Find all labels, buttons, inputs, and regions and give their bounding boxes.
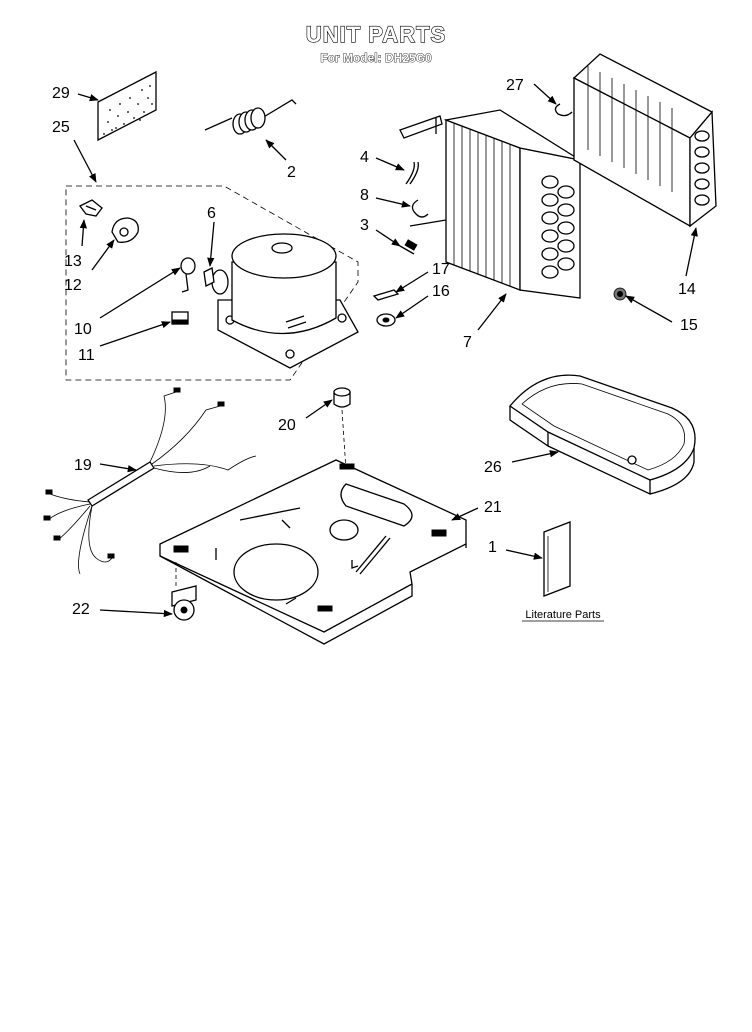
compressor-assembly-outline [65, 185, 359, 381]
callout-25: 25 [52, 119, 70, 136]
callout-12: 12 [64, 277, 82, 294]
part-10-overload[interactable] [180, 257, 196, 293]
callout-26: 26 [484, 459, 502, 476]
callout-27: 27 [506, 77, 524, 94]
callout-14: 14 [678, 281, 696, 298]
callout-6: 6 [207, 205, 216, 222]
model-subtitle: For Model: DH25G0 [320, 51, 432, 65]
callout-29: 29 [52, 85, 70, 102]
part-6-clip[interactable] [203, 267, 215, 287]
part-21-base-plate[interactable] [159, 459, 467, 645]
part-8-clamp[interactable] [411, 199, 429, 218]
callout-8: 8 [360, 187, 369, 204]
part-13-bracket[interactable] [79, 199, 103, 217]
part-1-literature-booklet[interactable] [543, 521, 571, 597]
callout-19: 19 [74, 457, 92, 474]
part-22-caster[interactable] [171, 562, 197, 621]
callout-numbers: 29 25 2 6 13 12 10 11 4 8 3 17 16 7 27 1… [52, 77, 698, 618]
callout-15: 15 [680, 317, 698, 334]
part-20-grommet[interactable] [333, 387, 353, 561]
part-12-cover[interactable] [111, 217, 139, 243]
callout-10: 10 [74, 321, 92, 338]
part-3-screw[interactable] [399, 239, 418, 255]
callout-3: 3 [360, 217, 369, 234]
part-25-compressor[interactable] [211, 233, 359, 369]
page-title: UNIT PARTS [306, 22, 446, 47]
part-26-drain-pan[interactable] [509, 374, 696, 496]
callout-17: 17 [432, 261, 450, 278]
callout-20: 20 [278, 417, 296, 434]
part-15-screw[interactable] [613, 287, 627, 301]
part-2-tube-coil[interactable] [204, 99, 297, 135]
callout-4: 4 [360, 149, 369, 166]
callout-22: 22 [72, 601, 90, 618]
part-27-clip[interactable] [554, 103, 573, 117]
callout-2: 2 [287, 164, 296, 181]
part-14-evaporator[interactable] [572, 53, 717, 228]
callout-1: 1 [488, 539, 497, 556]
part-17-clip[interactable] [372, 289, 400, 301]
callout-13: 13 [64, 253, 82, 270]
part-11-relay[interactable] [171, 311, 189, 325]
part-4-hose[interactable] [405, 161, 419, 185]
literature-parts-label: Literature Parts [525, 609, 601, 621]
callout-16: 16 [432, 283, 450, 300]
part-16-grommet[interactable] [376, 313, 396, 327]
leader-lines [73, 83, 698, 618]
callout-11: 11 [78, 347, 95, 364]
part-19-wire-harness[interactable] [43, 387, 257, 575]
part-29-filter[interactable] [97, 70, 157, 142]
part-7-condenser[interactable] [399, 109, 581, 299]
callout-21: 21 [484, 499, 502, 516]
callout-7: 7 [463, 334, 472, 351]
